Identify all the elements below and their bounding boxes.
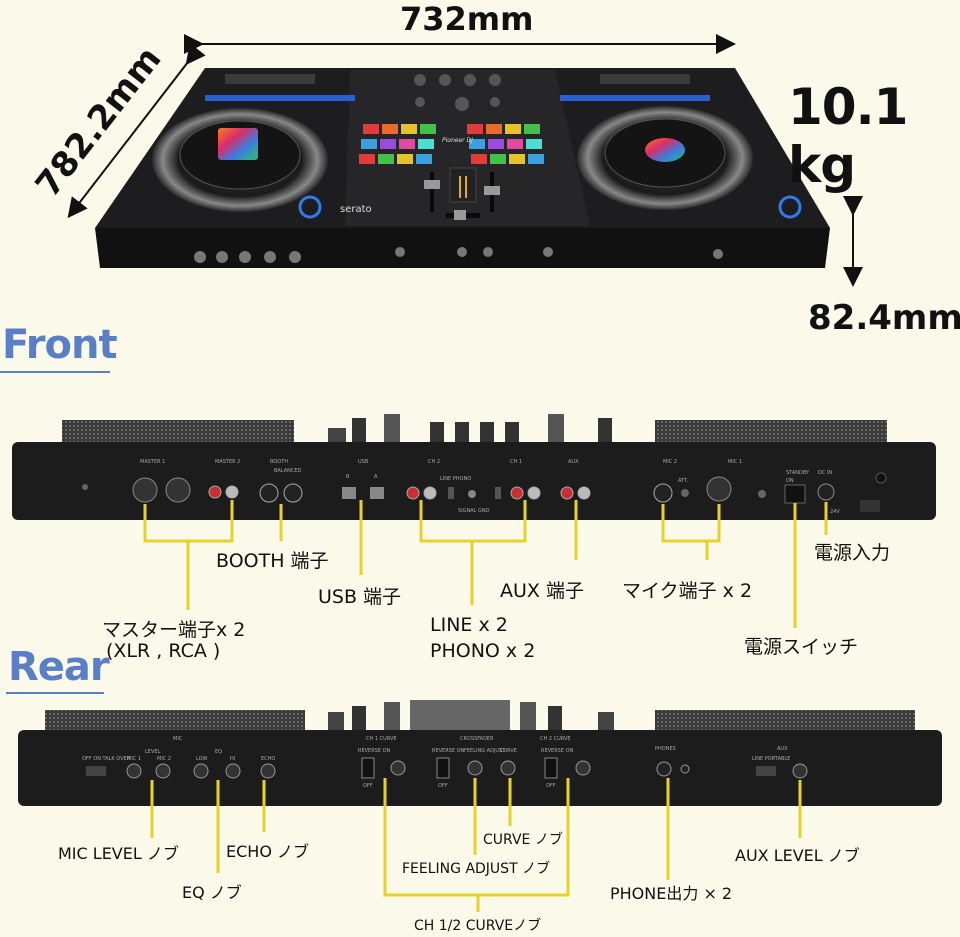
callout-aux: AUX 端子	[500, 580, 584, 602]
rear-label-line-portable: LINE PORTABLE	[752, 756, 790, 762]
callout-mic: マイク端子 x 2	[622, 580, 753, 602]
rear-section-title: Rear	[8, 644, 110, 690]
callout-eq: EQ ノブ	[182, 883, 242, 902]
rear-label-crossfader: CROSSFADER	[460, 736, 494, 742]
front-callout-lines	[143, 500, 828, 628]
device-top-view	[95, 68, 830, 268]
callout-usb: USB 端子	[318, 586, 402, 608]
rear-label-low: LOW	[196, 756, 208, 762]
front-label-ch1: CH 1	[510, 459, 522, 465]
rear-label-eq: EQ	[215, 749, 222, 755]
front-section-title: Front	[2, 322, 118, 368]
rear-label-off-1: OFF	[363, 783, 373, 789]
front-label-usb: USB	[358, 459, 369, 465]
rear-label-ch2-curve: CH 2 CURVE	[540, 736, 571, 742]
front-label-signal-gnd: SIGNAL GND	[458, 508, 490, 514]
front-label-usb-a: A	[374, 474, 378, 480]
callout-line: LINE x 2	[430, 614, 508, 636]
callout-power-in: 電源入力	[814, 542, 891, 564]
callout-power-switch: 電源スイッチ	[744, 636, 859, 658]
rear-callout-lines	[150, 778, 802, 912]
rear-label-mic: MIC	[173, 736, 183, 742]
callout-master: マスター端子x 2	[102, 619, 246, 641]
callout-phone-out: PHONE出力 × 2	[610, 884, 733, 903]
callout-phono: PHONO x 2	[430, 640, 536, 662]
front-label-balanced: BALANCED	[274, 468, 302, 474]
rear-label-off-x: OFF	[438, 783, 448, 789]
front-label-dc-in: DC IN	[818, 470, 832, 476]
front-label-master1: MASTER 1	[140, 459, 165, 465]
rear-label-feeling-adjust: FEELING ADJUST	[464, 748, 506, 754]
front-label-master2: MASTER 2	[215, 459, 240, 465]
callout-booth: BOOTH 端子	[216, 550, 329, 572]
weight-label: 10.1 kg	[788, 78, 908, 194]
rear-label-reverse-on-x: REVERSE ON	[432, 748, 465, 754]
callout-curve: CURVE ノブ	[483, 832, 563, 848]
front-label-mic2: MIC 2	[663, 459, 677, 465]
callout-aux-level: AUX LEVEL ノブ	[735, 846, 860, 865]
front-label-ch2: CH 2	[428, 459, 440, 465]
width-dimension: 732mm	[400, 0, 534, 38]
front-title-underline	[0, 371, 110, 373]
height-dimension: 82.4mm	[808, 298, 960, 338]
rear-label-mic1: MIC 1	[127, 756, 141, 762]
rear-label-off-on-talk: OFF ON TALK OVER	[82, 756, 131, 762]
rear-title-underline	[6, 692, 104, 694]
front-label-mic1: MIC 1	[728, 459, 742, 465]
front-label-standby: STANDBY	[786, 470, 810, 476]
front-label-aux: AUX	[568, 459, 579, 465]
rear-label-reverse-on-1: REVERSE ON	[358, 748, 391, 754]
callout-echo: ECHO ノブ	[226, 842, 309, 861]
performance-pads	[359, 124, 544, 164]
callout-mic-level: MIC LEVEL ノブ	[58, 844, 179, 863]
front-label-line-phono: LINE PHONO	[440, 476, 471, 482]
front-label-usb-b: B	[346, 474, 350, 480]
front-label-on: ON	[786, 478, 794, 484]
rear-label-reverse-on-2: REVERSE ON	[541, 748, 574, 754]
rear-label-aux: AUX	[777, 746, 788, 752]
rear-label-off-2: OFF	[546, 783, 556, 789]
depth-arrow	[67, 43, 206, 219]
rear-label-mic2: MIC 2	[157, 756, 171, 762]
front-label-booth: BOOTH	[270, 459, 288, 465]
callout-master-sub: (XLR , RCA )	[106, 640, 221, 662]
rear-label-ch1-curve: CH 1 CURVE	[366, 736, 397, 742]
brand-logo: Pioneer DJ	[442, 137, 473, 144]
rear-label-phones: PHONES	[655, 746, 676, 752]
callout-ch-curve: CH 1/2 CURVEノブ	[414, 918, 542, 934]
front-label-24v: 24V	[830, 509, 840, 515]
rear-label-level: LEVEL	[145, 749, 161, 755]
rear-label-curve: CURVE	[500, 748, 517, 754]
callout-feeling-adjust: FEELING ADJUST ノブ	[402, 861, 551, 877]
front-label-att: ATT.	[678, 478, 688, 484]
rear-label-hi: HI	[230, 756, 235, 762]
front-panel-device: MASTER 1 MASTER 2 BOOTH BALANCED USB B A…	[12, 414, 936, 520]
rear-label-echo: ECHO	[261, 756, 275, 762]
software-logo: serato	[340, 204, 372, 215]
rear-panel-device: MIC LEVEL EQ MIC 1 MIC 2 LOW HI ECHO CH …	[18, 700, 942, 806]
